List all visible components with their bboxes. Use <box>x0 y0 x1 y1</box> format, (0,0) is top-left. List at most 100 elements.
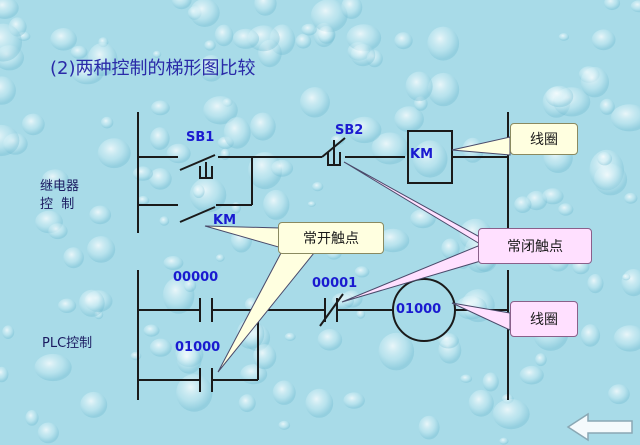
water-drop <box>34 353 72 382</box>
water-drop <box>427 26 460 61</box>
water-drop <box>545 85 574 108</box>
water-drop <box>394 32 413 50</box>
water-drop <box>193 184 205 199</box>
water-drop <box>514 196 532 213</box>
water-drop <box>21 113 45 136</box>
no-contact-pointer-2 <box>217 235 319 373</box>
sb2-label: SB2 <box>335 123 364 138</box>
km-coil-box <box>407 130 453 184</box>
sb1-label: SB1 <box>186 130 215 145</box>
water-drop <box>307 201 316 207</box>
water-drop <box>37 422 59 444</box>
water-drop <box>87 42 118 77</box>
nc-contact-pointer-2 <box>341 245 485 303</box>
contact-00001-label: 00001 <box>312 276 358 291</box>
water-drop <box>0 0 19 19</box>
water-drop <box>152 50 162 58</box>
water-drop <box>301 23 317 36</box>
plc-control-label: PLC控制 <box>42 336 93 351</box>
water-drop <box>482 372 499 392</box>
water-drop <box>58 298 77 313</box>
callout-normally-open-contact: 常开触点 <box>278 222 384 254</box>
water-drop <box>441 238 460 259</box>
water-drop <box>238 394 256 413</box>
water-drop <box>519 365 544 385</box>
callout-normally-closed-contact: 常闭触点 <box>478 228 592 264</box>
water-drop <box>41 169 69 190</box>
water-drop <box>0 23 22 62</box>
water-drop <box>354 266 370 278</box>
water-drop <box>438 333 459 349</box>
water-drop <box>378 332 415 371</box>
water-drop <box>412 140 448 178</box>
water-drop <box>149 168 172 190</box>
water-drop <box>194 270 203 277</box>
km-contact-label: KM <box>213 213 237 228</box>
water-drop <box>295 33 312 49</box>
water-drop <box>312 182 324 192</box>
water-drop <box>405 71 433 102</box>
water-drop <box>347 116 382 144</box>
water-drop <box>250 112 276 141</box>
plc-coil-circle <box>392 278 456 342</box>
water-drop <box>63 247 84 269</box>
water-drop <box>163 256 184 270</box>
water-drop <box>159 216 170 226</box>
water-drop <box>189 0 220 27</box>
water-drop <box>558 203 574 216</box>
water-drop <box>176 374 213 412</box>
water-drop <box>630 0 640 13</box>
water-drop <box>171 0 192 10</box>
water-drop <box>608 384 630 405</box>
water-drop <box>558 33 570 41</box>
water-drop <box>622 273 631 281</box>
water-drop <box>610 104 640 132</box>
water-drop <box>166 143 191 164</box>
water-drop <box>587 274 604 294</box>
water-drop <box>199 55 224 82</box>
water-drop <box>597 152 613 166</box>
water-drop <box>427 72 460 107</box>
water-drop <box>599 98 615 115</box>
water-drop <box>100 116 114 129</box>
water-drop <box>0 76 16 105</box>
water-drop <box>149 338 172 357</box>
water-drop <box>350 44 376 67</box>
water-drop <box>460 374 473 383</box>
water-drop <box>0 124 20 157</box>
water-drop <box>0 366 9 383</box>
water-drop <box>591 29 616 51</box>
water-drop <box>254 0 277 16</box>
coil-bottom-pointer <box>451 302 511 331</box>
water-drop <box>535 353 547 367</box>
relay-rung-2 <box>138 157 253 223</box>
water-drop <box>317 26 336 44</box>
water-drop <box>97 138 131 169</box>
water-drop <box>2 325 15 340</box>
water-drop <box>87 236 116 263</box>
coil-top-pointer <box>451 136 511 156</box>
water-drop <box>78 289 105 317</box>
water-drop <box>278 420 291 430</box>
water-drop <box>137 195 150 205</box>
water-drop <box>343 392 365 409</box>
water-drop <box>48 223 68 240</box>
water-drop <box>232 28 260 49</box>
water-drop <box>263 189 290 220</box>
callout-coil-bottom: 线圈 <box>510 301 578 337</box>
water-drop <box>271 159 294 177</box>
water-drop <box>468 389 494 417</box>
callout-coil-top: 线圈 <box>510 123 578 155</box>
water-drop <box>604 0 621 11</box>
water-drop <box>284 332 296 341</box>
water-drop <box>143 324 160 337</box>
water-drop <box>89 205 112 225</box>
water-drop <box>80 391 108 418</box>
water-drop <box>394 106 424 133</box>
previous-arrow-icon[interactable] <box>566 412 636 442</box>
water-drop <box>215 254 225 262</box>
page-title: (2)两种控制的梯形图比较 <box>50 58 256 79</box>
water-drop <box>376 228 410 253</box>
water-drop <box>624 192 638 204</box>
